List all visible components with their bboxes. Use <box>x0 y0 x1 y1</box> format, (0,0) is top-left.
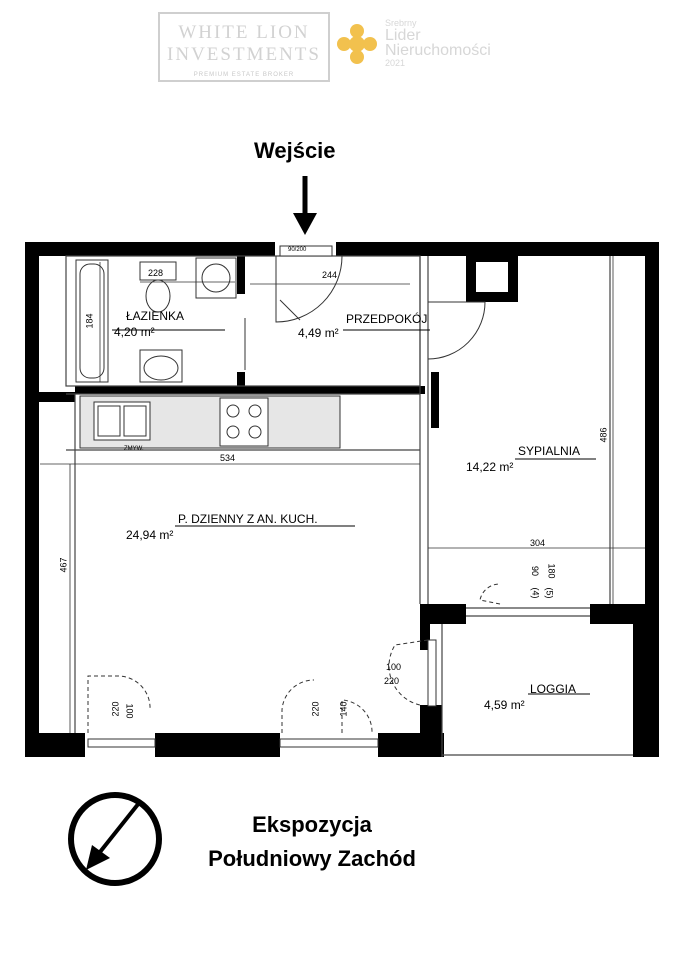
logo-line-1: WHITE LION <box>178 22 310 43</box>
living-name: P. DZIENNY Z AN. KUCH. <box>178 512 318 526</box>
dim-bath-height: 184 <box>84 313 95 329</box>
bathroom-name: ŁAZIENKA <box>126 309 185 323</box>
dim-bedroom-door-d: (5) <box>544 587 555 599</box>
washing-machine <box>195 257 237 299</box>
entrance-door-dim: 90/200 <box>288 247 307 253</box>
dim-balcony-door-h: 220 <box>384 676 400 686</box>
dim-mid-window-h: 220 <box>310 701 321 717</box>
living-area: 24,94 m² <box>126 528 174 542</box>
loggia-area: 4,59 m² <box>484 698 525 712</box>
room-living: P. DZIENNY Z AN. KUCH. 24,94 m² <box>126 512 318 542</box>
dishwasher-label: ZMYW. <box>124 446 144 452</box>
dim-bedroom-width: 304 <box>530 538 546 548</box>
washbasin <box>139 349 183 383</box>
dim-hall-width: 244 <box>322 270 338 280</box>
hallway-area: 4,49 m² <box>298 326 339 340</box>
bedroom-name: SYPIALNIA <box>518 444 581 458</box>
kitchen-counter <box>79 395 341 449</box>
doors <box>244 255 486 370</box>
logo-line-2: INVESTMENTS <box>167 44 321 65</box>
walls <box>25 242 659 757</box>
compass-icon <box>68 792 162 886</box>
entrance-arrow-icon <box>293 176 317 235</box>
hallway-name: PRZEDPOKÓJ <box>346 312 428 326</box>
dim-living-width: 534 <box>220 453 236 463</box>
room-bathroom: ŁAZIENKA 4,20 m² <box>114 310 184 339</box>
award-line-2: Nieruchomości <box>385 42 491 59</box>
dim-left-window-w: 100 <box>124 703 135 719</box>
entrance-label: Wejście <box>254 138 336 163</box>
award-line-1: Lider <box>385 27 421 44</box>
room-bedroom: SYPIALNIA 14,22 m² <box>466 444 580 474</box>
dim-balcony-door-w: 100 <box>386 662 402 672</box>
dim-mid-window-w: 140 <box>338 701 349 717</box>
toilet <box>139 261 177 313</box>
award-badge: Srebrny Lider Nieruchomości 2021 <box>385 18 491 68</box>
award-small: Srebrny <box>385 18 417 28</box>
white-lion-logo: WHITE LION INVESTMENTS PREMIUM ESTATE BR… <box>158 12 330 82</box>
dim-bedroom-door-c: (4) <box>530 587 541 599</box>
header-logos: WHITE LION INVESTMENTS PREMIUM ESTATE BR… <box>0 0 678 95</box>
dim-bedroom-height: 486 <box>598 427 609 443</box>
room-hallway: PRZEDPOKÓJ 4,49 m² <box>298 312 427 340</box>
award-year: 2021 <box>385 58 406 68</box>
award-star-icon <box>337 24 377 64</box>
room-loggia: LOGGIA 4,59 m² <box>484 682 576 712</box>
bedroom-area: 14,22 m² <box>466 460 514 474</box>
dim-bedroom-door-a: 90 <box>530 565 541 577</box>
loggia-name: LOGGIA <box>530 682 577 696</box>
exposure-line-2: Południowy Zachód <box>208 846 416 871</box>
dim-bedroom-door-b: 180 <box>546 563 557 579</box>
dim-living-height: 467 <box>58 557 69 573</box>
dim-left-window-h: 220 <box>110 701 121 717</box>
bathtub <box>75 259 109 383</box>
dim-bath-width: 228 <box>148 268 164 278</box>
logo-tagline: PREMIUM ESTATE BROKER <box>193 72 295 78</box>
exposure-line-1: Ekspozycja <box>252 812 372 837</box>
bathroom-area: 4,20 m² <box>114 325 155 339</box>
